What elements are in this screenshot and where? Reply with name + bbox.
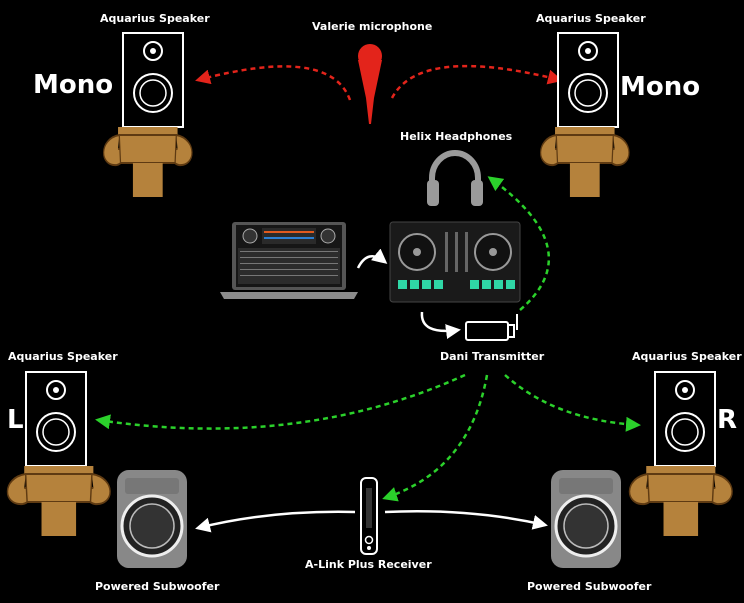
microphone-icon xyxy=(358,44,382,124)
pedestal-bottom-left-icon xyxy=(6,465,112,537)
pedestal-top-right-icon xyxy=(539,126,630,198)
cable-receiver-sub-left xyxy=(195,510,356,533)
subwoofer-left-icon xyxy=(115,468,189,570)
laptop-icon xyxy=(220,222,358,299)
cable-laptop-controller xyxy=(356,248,388,269)
subwoofer-right-icon xyxy=(549,468,623,570)
label-subwoofer-left: Powered Subwoofer xyxy=(95,580,220,593)
mic-link-right xyxy=(390,64,563,99)
label-speaker-top-right: Aquarius Speaker xyxy=(536,12,646,25)
wireless-link-left-speaker xyxy=(95,373,466,430)
headphones-icon xyxy=(427,150,483,206)
pedestal-bottom-right-icon xyxy=(628,465,734,537)
label-speaker-bottom-right: Aquarius Speaker xyxy=(632,350,742,363)
mic-link-left xyxy=(195,65,352,101)
label-transmitter: Dani Transmitter xyxy=(440,350,545,363)
wireless-link-receiver xyxy=(382,374,489,502)
label-mono-left: Mono xyxy=(33,70,114,100)
speaker-bottom-right-icon xyxy=(654,371,716,467)
wireless-link-headphones xyxy=(487,176,551,311)
label-receiver: A-Link Plus Receiver xyxy=(305,558,432,571)
label-mono-right: Mono xyxy=(620,72,701,102)
cable-controller-transmitter xyxy=(420,311,461,339)
label-speaker-top-left: Aquarius Speaker xyxy=(100,12,210,25)
label-speaker-bottom-left: Aquarius Speaker xyxy=(8,350,118,363)
transmitter-icon xyxy=(465,314,518,341)
speaker-bottom-left-icon xyxy=(25,371,87,467)
label-channel-left: L xyxy=(7,405,24,435)
label-headphones: Helix Headphones xyxy=(400,130,513,143)
receiver-icon xyxy=(360,477,378,555)
speaker-top-right-icon xyxy=(557,32,619,128)
speaker-top-left-icon xyxy=(122,32,184,128)
label-channel-right: R xyxy=(717,405,738,435)
label-microphone: Valerie microphone xyxy=(312,20,433,33)
label-subwoofer-right: Powered Subwoofer xyxy=(527,580,652,593)
pedestal-top-left-icon xyxy=(102,126,193,198)
cable-receiver-sub-right xyxy=(384,510,548,530)
dj-controller-icon xyxy=(389,221,521,303)
wireless-link-right-speaker xyxy=(504,374,641,432)
